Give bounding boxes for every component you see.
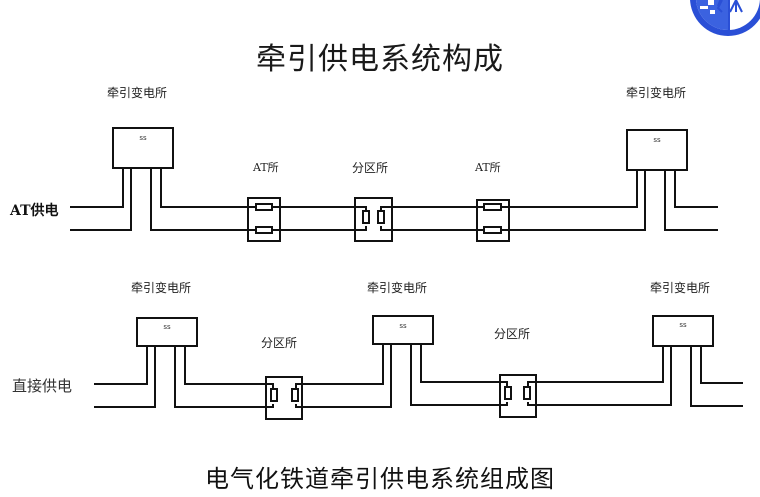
direct-ss3-box-text: ss bbox=[679, 321, 687, 329]
direct-sp2-switch-right bbox=[523, 386, 531, 400]
direct-sp1-switch-left bbox=[270, 388, 278, 402]
direct-sp2-switch-left bbox=[504, 386, 512, 400]
at-sp-switch-left bbox=[362, 210, 370, 224]
at-post1-autotransformer-upper bbox=[255, 203, 273, 211]
at-sp-switch-right bbox=[377, 210, 385, 224]
direct-ss1-box-text: ss bbox=[163, 323, 171, 331]
at-ss2-box-text: ss bbox=[653, 136, 661, 144]
at-sp-label: 分区所 bbox=[352, 161, 389, 175]
at-wire bbox=[70, 168, 124, 208]
at-wire bbox=[664, 170, 718, 231]
at-wire bbox=[70, 168, 132, 231]
at-ss2-box bbox=[626, 129, 688, 171]
university-emblem-icon bbox=[690, 0, 760, 36]
direct-sp1-switch-right bbox=[291, 388, 299, 402]
at-ss2-label: 牵引变电所 bbox=[626, 86, 687, 100]
at-post1-label: AT所 bbox=[253, 161, 279, 174]
at-post1-autotransformer-lower bbox=[255, 226, 273, 234]
direct-feeding-diagram bbox=[94, 315, 743, 420]
at-wire bbox=[160, 168, 638, 208]
at-post2-label: AT所 bbox=[475, 161, 501, 174]
at-post1-box bbox=[247, 197, 281, 242]
at-ss1-label: 牵引变电所 bbox=[107, 86, 168, 100]
direct-feeding-label: 直接供电 bbox=[12, 377, 73, 395]
at-post2-autotransformer-lower bbox=[483, 226, 502, 234]
direct-sp2-label: 分区所 bbox=[494, 327, 531, 341]
direct-ss2-box bbox=[372, 315, 434, 345]
at-post2-autotransformer-upper bbox=[483, 203, 502, 211]
at-ss1-box bbox=[112, 127, 174, 169]
direct-ss2-box-text: ss bbox=[399, 322, 407, 330]
at-ss1-box-text: ss bbox=[139, 134, 147, 142]
direct-ss3-box bbox=[652, 315, 714, 347]
figure-caption: 电气化铁道牵引供电系统组成图 bbox=[205, 465, 555, 493]
at-post2-box bbox=[476, 199, 510, 242]
direct-ss1-box bbox=[136, 317, 198, 347]
direct-sp1-label: 分区所 bbox=[261, 336, 298, 350]
direct-sp1-box bbox=[265, 376, 303, 420]
at-wire bbox=[674, 170, 718, 208]
page-title: 牵引供电系统构成 bbox=[256, 42, 504, 77]
at-feeding-label: AT供电 bbox=[10, 203, 59, 219]
at-feeding-diagram bbox=[70, 127, 718, 242]
at-sp-box bbox=[354, 197, 393, 242]
direct-ss1-label: 牵引变电所 bbox=[131, 281, 192, 295]
direct-ss2-label: 牵引变电所 bbox=[367, 281, 428, 295]
at-wire bbox=[150, 168, 646, 231]
direct-sp2-box bbox=[499, 374, 537, 418]
direct-ss3-label: 牵引变电所 bbox=[650, 281, 711, 295]
